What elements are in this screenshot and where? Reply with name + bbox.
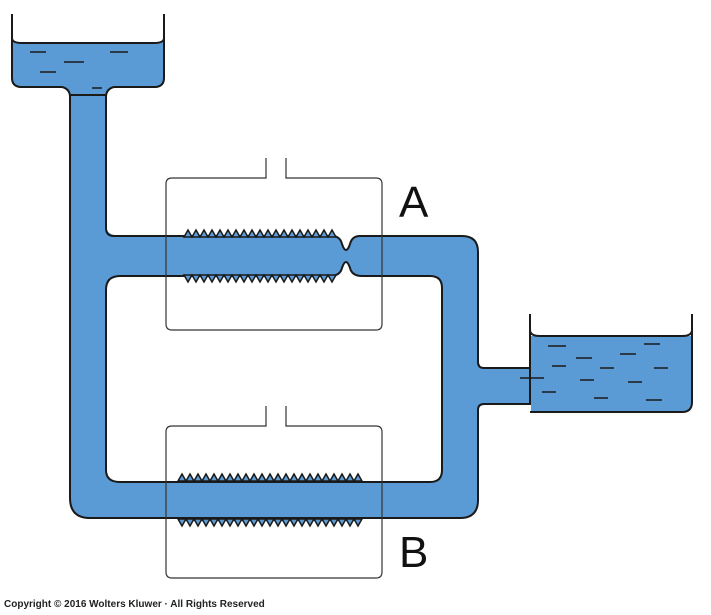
lower-reservoir-walls <box>529 314 693 413</box>
lower-reservoir-fluid <box>531 336 692 412</box>
upper-reservoir-meniscus <box>11 37 165 44</box>
upper-reservoir-walls <box>11 14 165 98</box>
lower-reservoir-meniscus <box>529 329 693 337</box>
conduit-network <box>69 94 531 519</box>
chamber-a-outline <box>165 158 383 331</box>
upper-surface-marks <box>30 51 128 97</box>
tube-a-serrations <box>182 228 338 284</box>
label-b: B <box>399 528 429 577</box>
tube-b-serrations <box>176 472 364 528</box>
label-a: A <box>399 178 429 227</box>
conduit-inner-cover <box>71 96 105 236</box>
chamber-b-outline <box>165 406 383 579</box>
copyright-notice: Copyright © 2016 Wolters Kluwer · All Ri… <box>4 599 265 610</box>
lower-surface-marks <box>520 343 668 401</box>
